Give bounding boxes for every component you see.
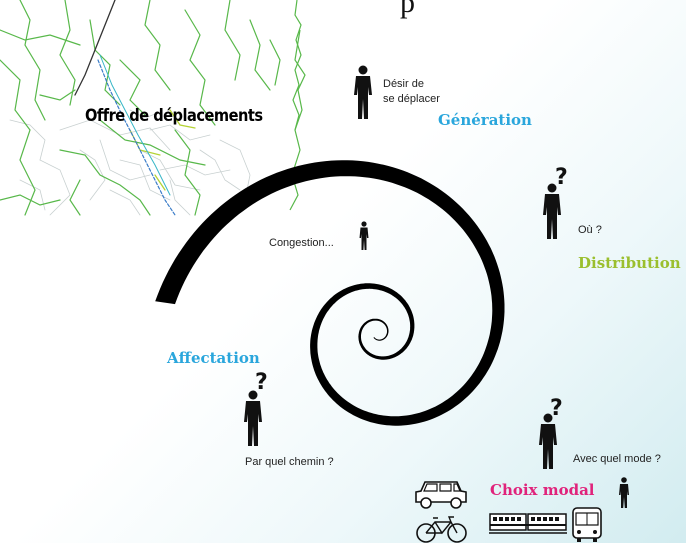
person-icon-affectation — [244, 390, 262, 446]
car-icon — [415, 481, 467, 509]
map-title: Offre de déplacements — [85, 106, 263, 126]
caption-choix-modal: Avec quel mode ? — [573, 453, 661, 465]
stage-generation: Génération — [438, 111, 532, 129]
map-edge-road — [292, 0, 302, 131]
bicycle-icon — [416, 516, 467, 543]
map-image — [0, 0, 306, 216]
bus-icon — [572, 507, 602, 542]
question-mark-icon-choix-modal: ? — [550, 396, 563, 421]
question-mark-icon-affectation: ? — [255, 370, 268, 395]
caption-congestion: Congestion... — [269, 237, 334, 249]
stage-distribution: Distribution — [578, 254, 681, 272]
person-icon-distribution — [543, 183, 561, 239]
stage-affectation: Affectation — [167, 349, 260, 367]
question-mark-icon-distribution: ? — [555, 165, 568, 190]
tram-icon — [489, 513, 567, 534]
stage-choix-modal: Choix modal — [490, 481, 595, 499]
person-icon-choix-modal — [539, 413, 557, 469]
caption-generation-line1: Désir de — [383, 78, 424, 90]
partial-title: p — [400, 0, 415, 19]
person-icon-generation — [354, 65, 372, 119]
caption-distribution: Où ? — [578, 224, 602, 236]
person-icon-congestion — [359, 221, 369, 250]
person-icon-choix-modal-small — [619, 477, 629, 508]
caption-affectation: Par quel chemin ? — [245, 456, 334, 468]
caption-generation-line2: se déplacer — [383, 93, 440, 105]
